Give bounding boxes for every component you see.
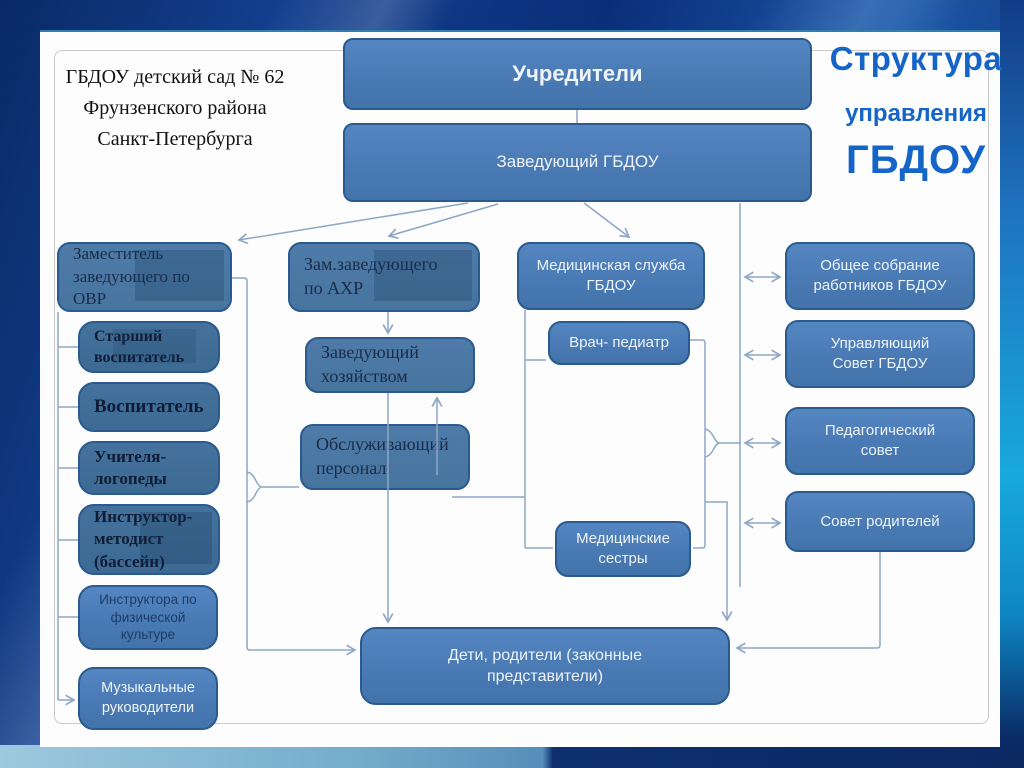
slide-title-line3: ГБДОУ: [846, 138, 986, 182]
box-zam-ahr: Зам.заведующего по АХР: [288, 242, 480, 312]
org-name: ГБДОУ детский сад № 62 Фрунзенского райо…: [44, 62, 306, 155]
box-vospitatel: Воспитатель: [78, 382, 220, 432]
org-name-line3: Санкт-Петербурга: [97, 128, 253, 150]
box-uchrediteli: Учредители: [343, 38, 812, 110]
box-deti-roditeli: Дети, родители (законные представители): [360, 627, 730, 705]
box-starshiy-vospitatel: Старший воспитатель: [78, 321, 220, 373]
frame-right-band: [1000, 0, 1024, 768]
box-vospitatel-label: Воспитатель: [94, 396, 204, 418]
box-instruktora-fizkultura: Инструктора по физической культуре: [78, 585, 218, 650]
box-instruktor-metodist: Инструктор-методист (бассейн): [78, 504, 220, 575]
org-name-line2: Фрунзенского района: [83, 97, 267, 119]
box-obsluzhivayushchiy-personal-label: Обслуживающий персонал: [316, 434, 449, 478]
box-muzykalnye-rukovoditeli-label: Музыкальные руководители: [101, 680, 195, 716]
box-zaveduyushchiy-label: Заведующий ГБДОУ: [496, 152, 659, 172]
box-upravlyayushchiy-sovet-label: Управляющий Совет ГБДОУ: [830, 335, 930, 372]
box-uchitelya-logopedy-label: Учителя-логопеды: [94, 446, 167, 488]
box-starshiy-vospitatel-label: Старший воспитатель: [94, 327, 185, 366]
box-uchitelya-logopedy: Учителя-логопеды: [78, 441, 220, 495]
box-pedagogicheskiy-sovet: Педагогический совет: [785, 407, 975, 475]
box-med-sluzhba-label: Медицинская служба ГБДОУ: [536, 257, 686, 294]
box-vrach-pediatr: Врач- педиатр: [548, 321, 690, 365]
box-sovet-roditeley: Совет родителей: [785, 491, 975, 552]
box-zav-hozyaystvom-label: Заведующий хозяйством: [321, 342, 419, 386]
box-zam-ovr: Заместитель заведующего по ОВР: [57, 242, 232, 312]
box-med-sluzhba: Медицинская служба ГБДОУ: [517, 242, 705, 310]
box-uchrediteli-label: Учредители: [512, 61, 643, 87]
box-sovet-roditeley-label: Совет родителей: [820, 512, 940, 530]
box-zav-hozyaystvom: Заведующий хозяйством: [305, 337, 475, 393]
box-instruktora-fizkultura-label: Инструктора по физической культуре: [99, 591, 197, 643]
box-upravlyayushchiy-sovet: Управляющий Совет ГБДОУ: [785, 320, 975, 388]
box-deti-roditeli-label: Дети, родители (законные представители): [447, 646, 643, 685]
box-zam-ahr-label: Зам.заведующего по АХР: [304, 254, 438, 298]
box-obshchee-sobranie-label: Общее собрание работников ГБДОУ: [813, 257, 947, 294]
box-zam-ovr-label: Заместитель заведующего по ОВР: [73, 244, 190, 309]
slide-title: Структура управления ГБДОУ: [814, 40, 1018, 183]
org-name-line1: ГБДОУ детский сад № 62: [65, 66, 285, 88]
box-vrach-pediatr-label: Врач- педиатр: [569, 334, 669, 352]
box-zaveduyushchiy: Заведующий ГБДОУ: [343, 123, 812, 202]
box-med-sestry-label: Медицинские сестры: [576, 530, 670, 567]
box-med-sestry: Медицинские сестры: [555, 521, 691, 577]
box-obshchee-sobranie: Общее собрание работников ГБДОУ: [785, 242, 975, 310]
frame-bottom-strip: [0, 745, 1024, 768]
slide-title-line1: Структура: [829, 40, 1003, 77]
box-pedagogicheskiy-sovet-label: Педагогический совет: [824, 422, 936, 459]
box-instruktor-metodist-label: Инструктор-методист (бассейн): [94, 506, 193, 571]
box-muzykalnye-rukovoditeli: Музыкальные руководители: [78, 667, 218, 730]
slide-title-line2: управления: [845, 100, 987, 127]
box-obsluzhivayushchiy-personal: Обслуживающий персонал: [300, 424, 470, 490]
